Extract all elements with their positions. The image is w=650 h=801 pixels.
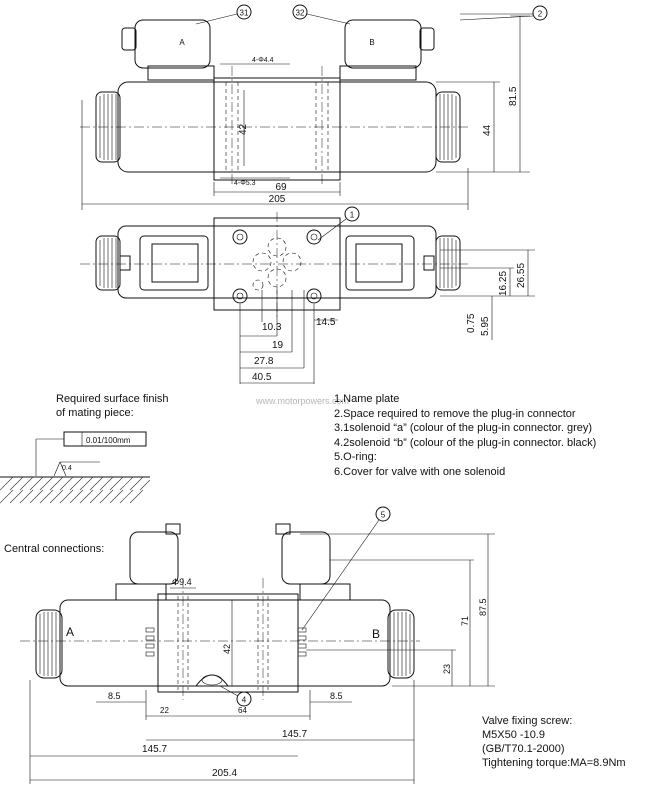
connector-b bbox=[344, 19, 422, 69]
central-connector-left bbox=[129, 531, 179, 585]
note-item: 6.Cover for valve with one solenoid bbox=[334, 465, 506, 478]
dim-0-75: 0.75 bbox=[466, 313, 477, 333]
dim-71: 71 bbox=[460, 616, 470, 626]
roughness-value: 0.4 bbox=[62, 465, 72, 472]
balloon-2-text: 2 bbox=[538, 10, 543, 19]
central-label-a: A bbox=[66, 625, 74, 639]
dim-81-5: 81.5 bbox=[508, 86, 519, 106]
dim-8-5-right: 8.5 bbox=[330, 691, 343, 701]
dim-5-95: 5.95 bbox=[480, 316, 491, 336]
screw-standard: (GB/T70.1-2000) bbox=[482, 743, 565, 755]
balloon-1 bbox=[344, 206, 360, 222]
surface-title-1: Required surface finish bbox=[56, 393, 169, 405]
dim-42-central: 42 bbox=[222, 644, 232, 654]
dim-44: 44 bbox=[482, 124, 493, 136]
dim-10-3: 10.3 bbox=[262, 322, 282, 333]
surface-finish: Required surface finish of mating piece:… bbox=[0, 393, 169, 504]
balloon-5-text: 5 bbox=[381, 511, 386, 520]
balloon-32-text: 32 bbox=[296, 9, 305, 18]
screw-spec: M5X50 -10.9 bbox=[482, 729, 545, 741]
o-ring-seat bbox=[195, 674, 229, 687]
central-connections-title: Central connections: bbox=[4, 543, 105, 555]
mount-hole-bl bbox=[232, 288, 248, 304]
central-end-right bbox=[387, 609, 415, 679]
dim-87-5: 87.5 bbox=[478, 598, 488, 616]
dim-phi-9-4: Φ9.4 bbox=[172, 577, 192, 587]
coil-end-side-right bbox=[435, 235, 461, 291]
connector-b-cap bbox=[419, 27, 435, 51]
top-view: A B 31 32 2 4-Φ4. bbox=[80, 4, 548, 210]
central-connector-left-cap bbox=[165, 523, 181, 535]
dim-8-5-left: 8.5 bbox=[108, 691, 121, 701]
central-connector-right bbox=[281, 531, 331, 585]
balloon-32 bbox=[292, 4, 308, 20]
central-view: A B 5 4 Φ9.4 42 87.5 71 23 8.5 8.5 22 64 bbox=[20, 506, 495, 784]
note-item: 1.Name plate bbox=[334, 393, 400, 405]
dim-23: 23 bbox=[442, 664, 452, 674]
balloon-4 bbox=[236, 691, 252, 707]
dim-26-55: 26.55 bbox=[516, 263, 527, 288]
dim-64: 64 bbox=[238, 706, 247, 715]
central-body bbox=[59, 599, 391, 687]
central-connector-right-cap bbox=[275, 523, 291, 535]
port-small bbox=[252, 279, 264, 291]
screw-title: Valve fixing screw: bbox=[482, 715, 573, 727]
coil-window-left bbox=[139, 235, 209, 291]
nut-right bbox=[423, 255, 435, 271]
dim-19: 19 bbox=[272, 340, 284, 351]
dim-40-5: 40.5 bbox=[252, 372, 272, 383]
valve-center-block bbox=[213, 77, 341, 181]
dim-hole-top: 4-Φ4.4 bbox=[252, 57, 274, 64]
port-a bbox=[252, 252, 272, 272]
balloon-2 bbox=[532, 5, 548, 21]
balloon-5 bbox=[375, 506, 391, 522]
connector-a-base bbox=[147, 65, 215, 81]
note-item: 5.O-ring: bbox=[334, 451, 377, 463]
coil-inner-left bbox=[151, 243, 199, 283]
fixing-screw-block: Valve fixing screw: M5X50 -10.9 (GB/T70.… bbox=[482, 714, 626, 770]
dim-hole-bottom: 4-Φ5.3 bbox=[234, 180, 256, 187]
dim-145-7-left: 145.7 bbox=[142, 744, 167, 755]
port-b bbox=[282, 252, 302, 272]
notes-list: 1.Name plate 2.Space required to remove … bbox=[334, 392, 596, 479]
port-view: 1 26.55 16.25 0.75 5.95 10.3 14.5 19 27.… bbox=[80, 206, 535, 384]
dim-22: 22 bbox=[160, 706, 169, 715]
note-item: 3.1solenoid “a” (colour of the plug-in c… bbox=[334, 422, 593, 434]
dim-42-top: 42 bbox=[238, 123, 249, 135]
dim-16-25: 16.25 bbox=[498, 271, 509, 296]
connector-b-base bbox=[339, 65, 417, 81]
central-label-b: B bbox=[372, 627, 380, 641]
balloon-1-text: 1 bbox=[350, 211, 355, 220]
balloon-4-text: 4 bbox=[242, 696, 247, 705]
dim-205-top: 205 bbox=[269, 194, 286, 205]
dim-69: 69 bbox=[275, 182, 287, 193]
balloon-31-text: 31 bbox=[240, 9, 249, 18]
central-end-left bbox=[35, 609, 63, 679]
solenoid-a-label: A bbox=[179, 38, 185, 47]
note-item: 2.Space required to remove the plug-in c… bbox=[334, 407, 576, 420]
nut-left bbox=[119, 255, 131, 271]
dim-14-5: 14.5 bbox=[316, 317, 336, 328]
screw-torque: Tightening torque:MA=8.9Nm bbox=[482, 757, 626, 769]
mount-hole-tl bbox=[232, 229, 248, 245]
note-item: 4.2solenoid “b” (colour of the plug-in c… bbox=[334, 436, 597, 449]
connector-a-cap bbox=[121, 27, 137, 51]
dim-27-8: 27.8 bbox=[254, 356, 274, 367]
surface-title-2: of mating piece: bbox=[56, 407, 134, 419]
mount-hole-br bbox=[306, 288, 322, 304]
solenoid-b-label: B bbox=[369, 38, 374, 47]
coil-window-right bbox=[345, 235, 415, 291]
mount-hole-tr bbox=[306, 229, 322, 245]
central-block bbox=[157, 593, 299, 693]
balloon-31 bbox=[236, 4, 252, 20]
dim-145-7-right: 145.7 bbox=[282, 729, 307, 740]
watermark: www.motorpowers.com bbox=[255, 396, 349, 406]
coil-inner-right bbox=[355, 243, 403, 283]
flatness-value: 0.01/100mm bbox=[86, 436, 131, 445]
dim-205-4: 205.4 bbox=[212, 768, 237, 779]
connector-a bbox=[134, 19, 211, 69]
